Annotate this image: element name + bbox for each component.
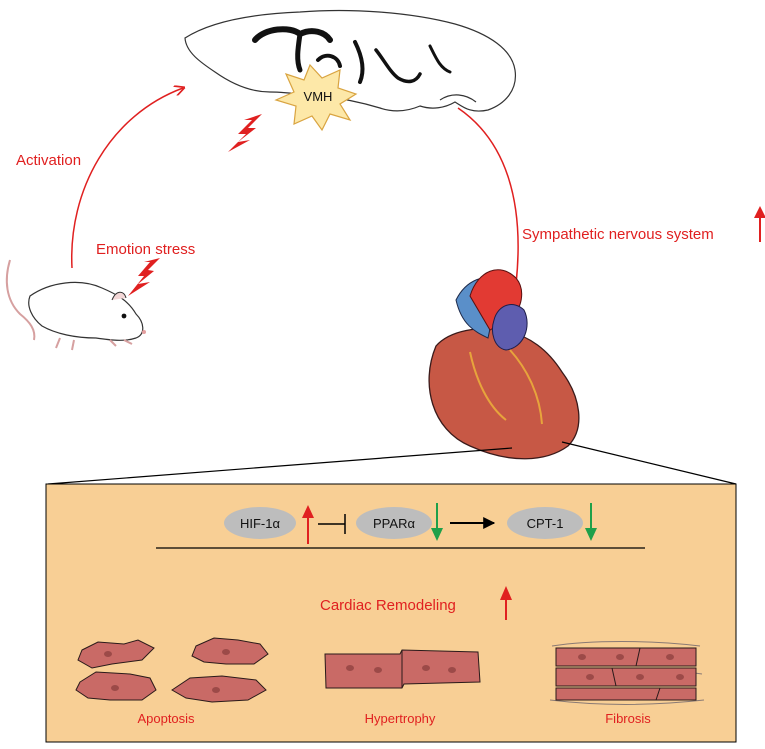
emotion-stress-label: Emotion stress: [96, 241, 195, 258]
apoptosis-label: Apoptosis: [137, 711, 195, 726]
ppar-down-arrow-icon: [431, 503, 443, 541]
heart-illustration: [428, 269, 580, 460]
cpt-down-arrow-icon: [585, 503, 597, 541]
activation-label: Activation: [16, 152, 81, 169]
mouse-illustration: [5, 259, 146, 351]
apoptosis-cells: [75, 637, 269, 703]
sympathetic-arc: [457, 107, 519, 285]
fibrosis-cells: [549, 641, 705, 705]
hif-up-arrow-icon: [302, 505, 314, 544]
ppar-label: PPARα: [373, 516, 415, 531]
hypertrophy-cell: [324, 649, 481, 689]
cardiac-remodeling-label: Cardiac Remodeling: [320, 597, 456, 614]
ppar-pill: [356, 507, 432, 539]
fibrosis-label: Fibrosis: [605, 711, 651, 726]
lightning-mouse-icon: [128, 258, 160, 296]
inhibition-connector: [318, 514, 346, 534]
hif-label: HIF-1α: [240, 516, 281, 531]
hypertrophy-label: Hypertrophy: [365, 711, 436, 726]
sympathetic-up-arrow-icon: [754, 206, 765, 242]
hif-pill: [224, 507, 296, 539]
cpt-label: CPT-1: [527, 516, 564, 531]
vmh-starburst: VMH: [274, 63, 358, 132]
sympathetic-label: Sympathetic nervous system: [522, 226, 714, 243]
zoom-line-right: [561, 441, 737, 485]
activation-arrow: [71, 88, 183, 269]
vmh-label: VMH: [304, 89, 333, 104]
lightning-vmh-icon: [228, 114, 262, 152]
zoom-line-left: [47, 447, 513, 485]
brain-illustration: [184, 9, 516, 112]
remodeling-up-arrow-icon: [500, 586, 512, 620]
cpt-pill: [507, 507, 583, 539]
